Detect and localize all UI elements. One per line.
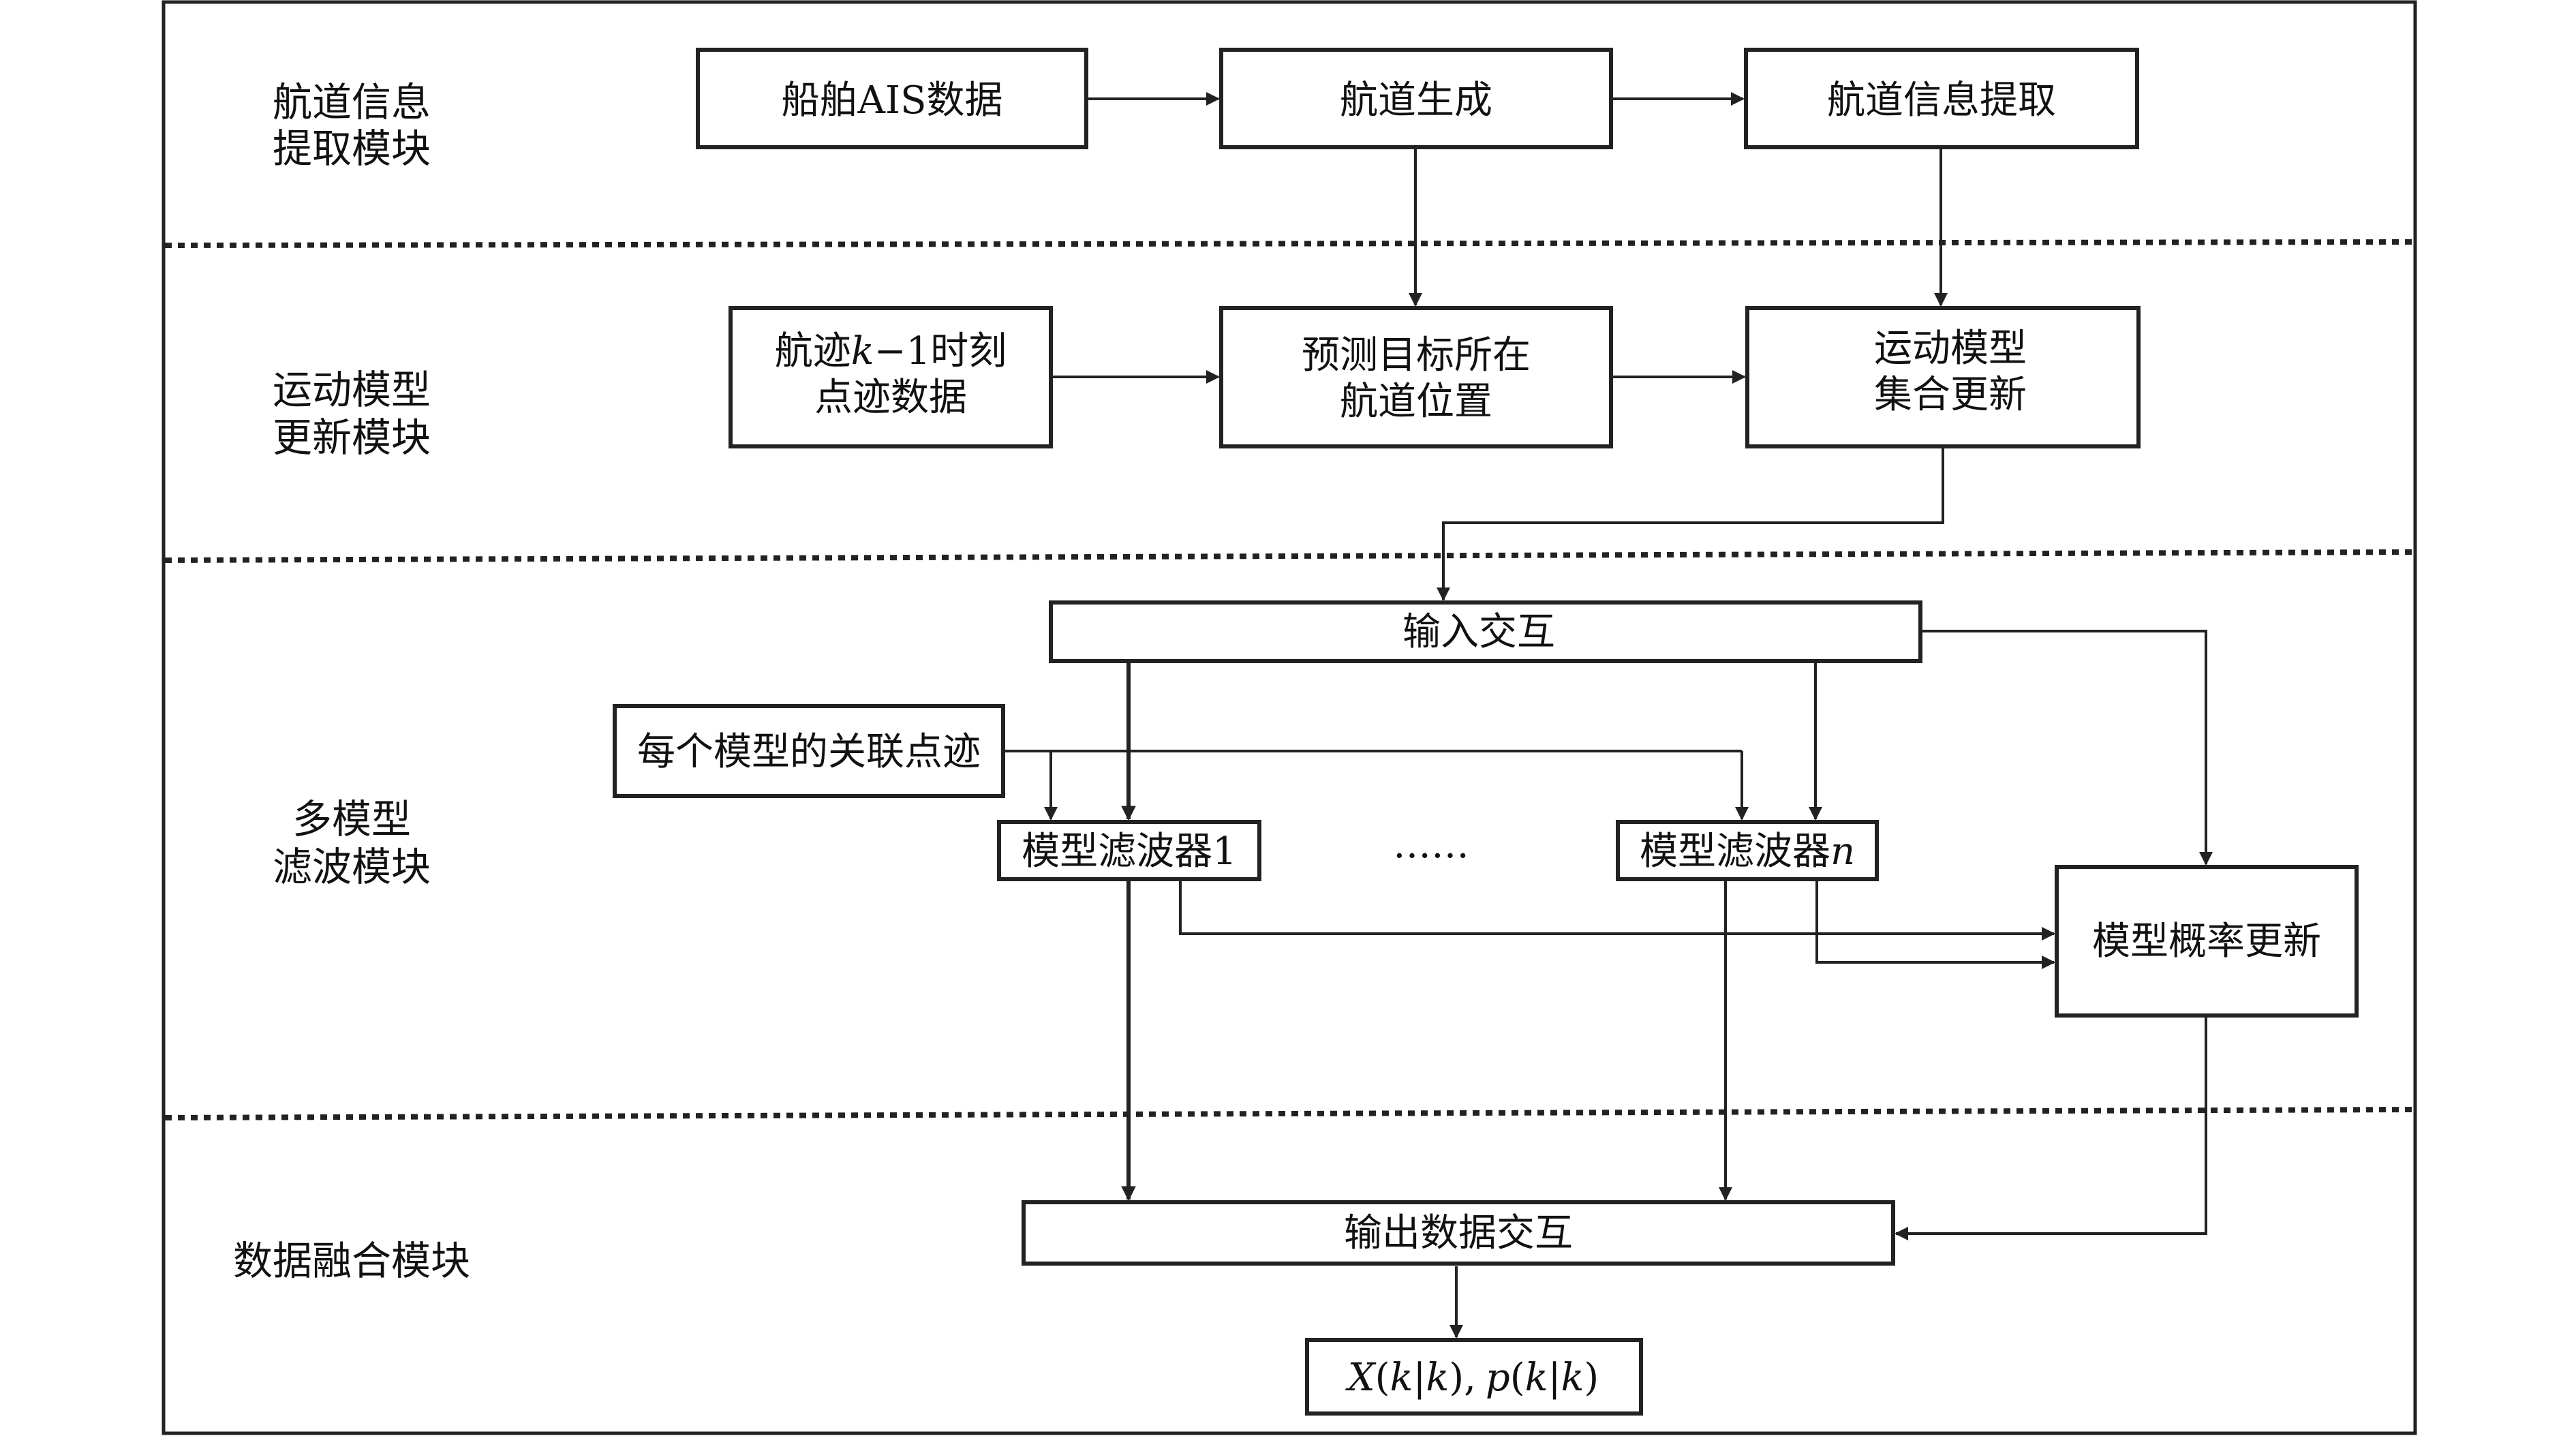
node-ais-data[interactable]: 船舶AIS数据 [696,48,1088,149]
svg-text:输出数据交互: 输出数据交互 [1344,1211,1573,1255]
svg-text:提取模块: 提取模块 [273,125,431,172]
node-output-result[interactable]: X(k|k),p(k|k) [1305,1338,1643,1416]
edge-filter-1-to-prob [1179,879,2055,941]
node-model-filter-n[interactable]: 模型滤波器n [1616,820,1879,881]
separator-1 [164,239,2414,248]
outer-frame [162,0,2417,1435]
module-label-multi-model: 多模型 滤波模块 [273,796,431,890]
node-model-filter-1[interactable]: 模型滤波器1 [997,820,1261,881]
edge-model-set-to-input [1437,446,1944,601]
svg-text:集合更新: 集合更新 [1874,373,2027,417]
edge-filter-n-to-prob [1815,879,2055,969]
node-predict-channel-position[interactable]: 预测目标所在 航道位置 [1219,306,1613,448]
svg-text:数据融合模块: 数据融合模块 [233,1238,470,1284]
svg-text:航道信息提取: 航道信息提取 [1827,78,2056,123]
edge-prob-to-output [1895,1015,2207,1240]
svg-text:运动模型: 运动模型 [1874,326,2027,371]
node-channel-info-extraction[interactable]: 航道信息提取 [1744,48,2139,149]
svg-text:运动模型: 运动模型 [273,367,431,413]
node-motion-model-set-update[interactable]: 运动模型 集合更新 [1745,306,2141,448]
edge-input-to-prob-update [1919,630,2213,866]
svg-text:输入交互: 输入交互 [1402,610,1555,654]
node-input-interaction[interactable]: 输入交互 [1049,600,1922,663]
svg-text:船舶AIS数据: 船舶AIS数据 [782,78,1003,123]
module-label-channel-info: 航道信息 提取模块 [273,79,431,172]
node-associated-tracks[interactable]: 每个模型的关联点迹 [613,704,1005,798]
node-channel-generation[interactable]: 航道生成 [1219,48,1613,149]
node-track-points[interactable]: 航迹k−1时刻 点迹数据 [729,306,1053,448]
svg-text:模型概率更新: 模型概率更新 [2092,919,2321,964]
svg-text:航道位置: 航道位置 [1340,380,1492,424]
svg-text:航道信息: 航道信息 [273,79,431,125]
svg-text:点迹数据: 点迹数据 [814,376,967,420]
svg-text:更新模块: 更新模块 [273,414,431,461]
svg-text:模型滤波器1: 模型滤波器1 [1022,829,1237,874]
svg-text:多模型: 多模型 [292,796,411,842]
separator-3 [164,1107,2414,1120]
svg-text:航道生成: 航道生成 [1340,78,1492,123]
module-label-data-fusion: 数据融合模块 [233,1238,470,1284]
svg-text:每个模型的关联点迹: 每个模型的关联点迹 [637,730,981,774]
output-formula: X(k|k),p(k|k) [1345,1356,1599,1400]
svg-text:预测目标所在: 预测目标所在 [1302,333,1531,378]
svg-text:航迹k−1时刻: 航迹k−1时刻 [775,329,1007,373]
node-output-data-interaction[interactable]: 输出数据交互 [1022,1200,1895,1266]
separator-2 [164,549,2414,563]
svg-text:模型滤波器n: 模型滤波器n [1640,829,1855,874]
node-model-probability-update[interactable]: 模型概率更新 [2055,865,2359,1018]
filters-ellipsis: …… [1393,823,1469,867]
svg-text:滤波模块: 滤波模块 [273,844,431,890]
module-label-motion-update: 运动模型 更新模块 [273,367,431,461]
